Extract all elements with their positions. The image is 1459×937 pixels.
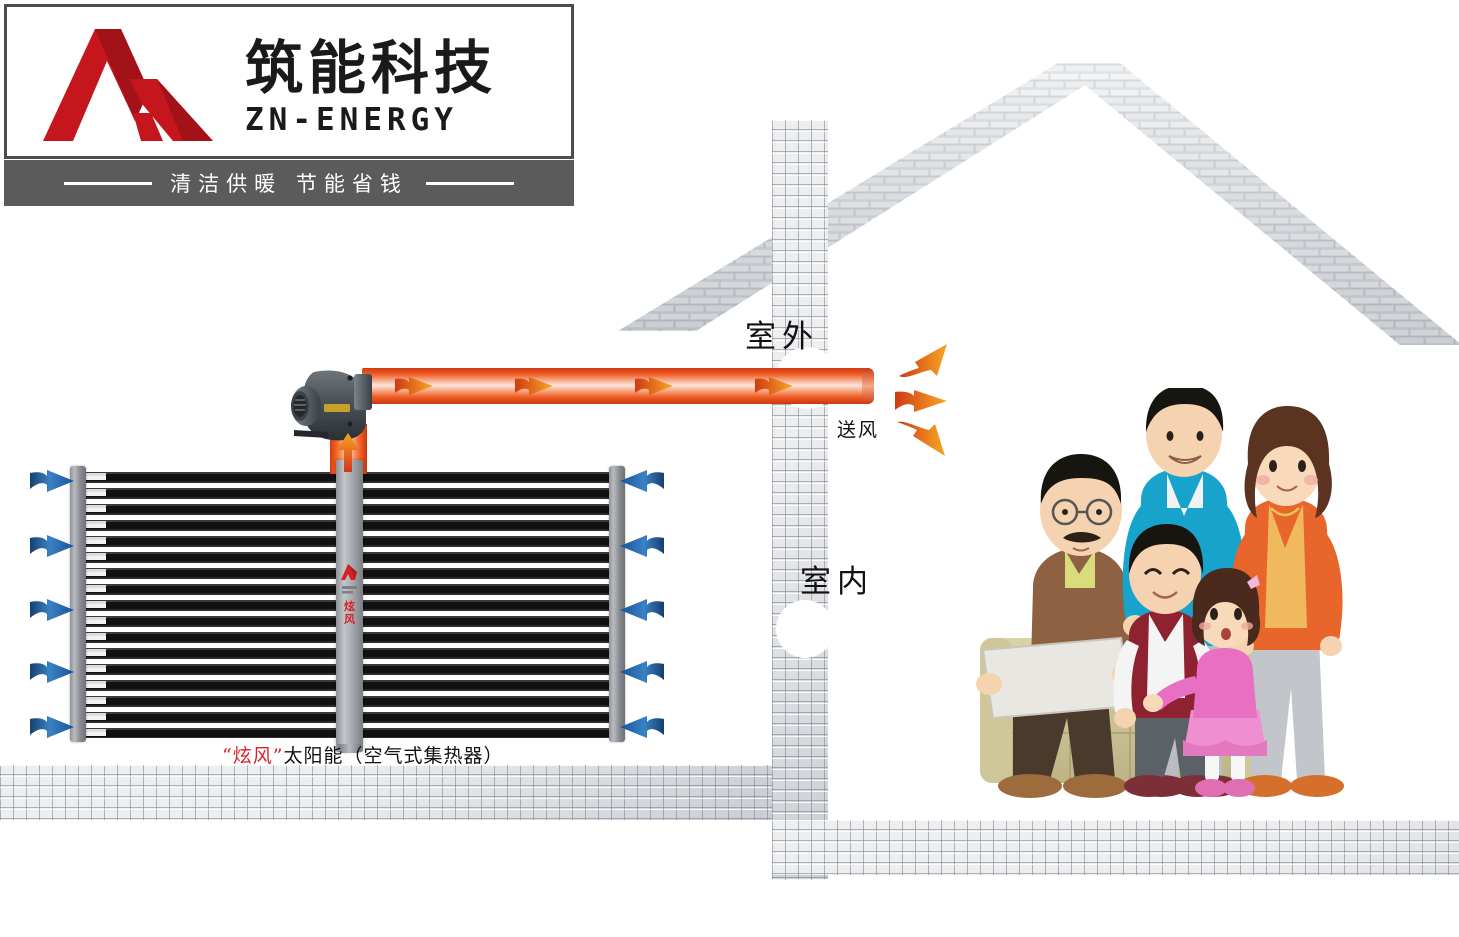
- supply-outlet-arrow-down: [897, 421, 945, 456]
- intake-arrow-left-1: [30, 470, 74, 492]
- family-grandfather: [976, 454, 1138, 798]
- intake-arrow-right-1: [620, 470, 664, 492]
- brand-name-cn: 筑能科技: [245, 34, 498, 102]
- zn-energy-mountain-logo: [43, 29, 213, 141]
- svg-text:风: 风: [344, 612, 355, 626]
- duct-flow-arrow-3: [635, 377, 673, 395]
- svg-text:炫: 炫: [344, 599, 355, 613]
- label-indoor: 室内: [800, 564, 874, 600]
- intake-arrow-right-4: [620, 661, 664, 683]
- logo-box: 筑能科技 ZN-ENERGY: [4, 4, 574, 159]
- collector-rail-left: [70, 466, 86, 742]
- tagline-dash-right: [425, 181, 514, 185]
- intake-arrow-right-2: [620, 535, 664, 557]
- brand-tagline-bar: 清洁供暖 节能省钱: [4, 160, 574, 206]
- brand-tagline: 清洁供暖 节能省钱: [170, 172, 408, 196]
- header-pipe-cap: [338, 744, 361, 753]
- intake-arrow-left-4: [30, 661, 74, 683]
- label-outdoor: 室外: [745, 319, 819, 355]
- collector-caption: “炫风”太阳能（空气式集热器）: [222, 741, 503, 768]
- duct-flow-arrow-1: [395, 377, 433, 395]
- riser-flow-arrow-up: [337, 433, 359, 472]
- duct-flow-arrow-4: [755, 377, 793, 395]
- collector-caption-rest: 太阳能（空气式集热器）: [283, 745, 504, 767]
- tagline-dash-left: [64, 181, 153, 185]
- intake-arrow-left-5: [30, 716, 74, 738]
- roof-icon: [618, 63, 1459, 345]
- supply-outlet-arrow-right: [895, 390, 947, 412]
- supply-duct-outlet: [862, 368, 874, 404]
- intake-arrow-left-2: [30, 535, 74, 557]
- duct-flow-arrow-2: [515, 377, 553, 395]
- intake-arrow-right-5: [620, 716, 664, 738]
- collector-caption-brand: “炫风”: [222, 745, 284, 767]
- family-girl: [1143, 568, 1267, 797]
- centrifugal-blower-fan: [291, 370, 372, 441]
- ground-strip-right: [772, 820, 1459, 875]
- header-brand-badge: 炫 风: [341, 564, 357, 626]
- ground-strip-left: [0, 765, 772, 820]
- family-on-sofa-illustration: [976, 388, 1344, 798]
- collector-header-pipe: [336, 460, 363, 752]
- collector-rail-right: [609, 466, 625, 742]
- brand-logo-banner: 筑能科技 ZN-ENERGY 清洁供暖 节能省钱: [0, 0, 578, 210]
- label-supply-air: 送风: [837, 419, 880, 441]
- supply-outlet-arrow-up: [899, 344, 947, 378]
- intake-arrow-left-3: [30, 599, 74, 621]
- intake-arrow-right-3: [620, 599, 664, 621]
- wall-opening-lower: [776, 600, 834, 658]
- house-vertical-wall: [772, 120, 828, 880]
- brick-house-outline: [0, 25, 1459, 885]
- logo-text-block: 筑能科技 ZN-ENERGY: [245, 37, 555, 138]
- brand-name-en: ZN-ENERGY: [245, 102, 458, 138]
